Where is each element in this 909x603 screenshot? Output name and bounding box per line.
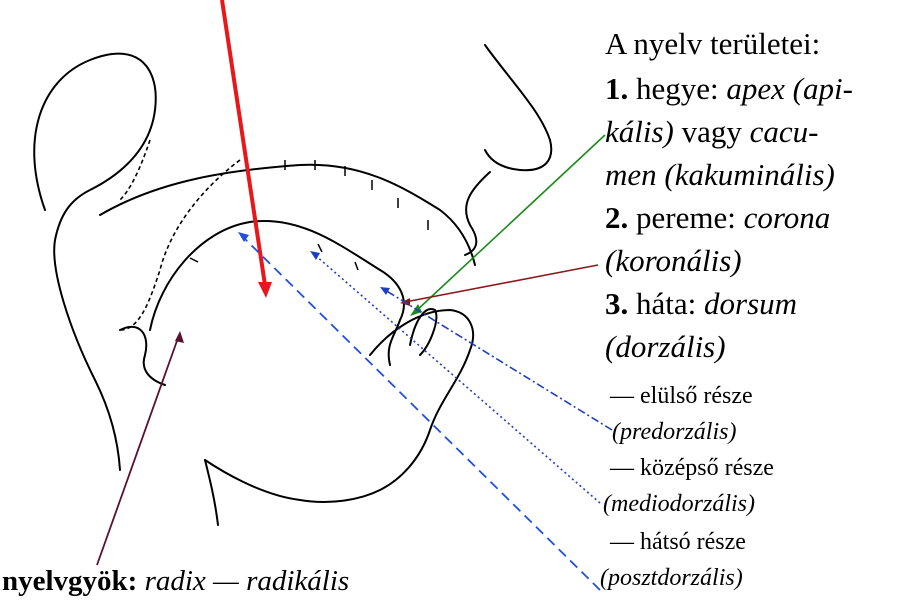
lower-jaw-outline (205, 310, 473, 502)
region-3-text: háta: (636, 286, 696, 321)
region-3-term-2: (dorzális) (605, 329, 726, 364)
region-3-line-1: 3. háta: dorsum (605, 288, 797, 319)
region-1-line-2: kális) vagy cacu- (605, 116, 818, 147)
region-1-term-4: men (kakuminális) (605, 157, 835, 192)
nose-outline (485, 45, 551, 170)
subpart-3-term: (posztdorzális) (600, 566, 743, 590)
region-1-line-3: men (kakuminális) (605, 159, 835, 190)
uvula-dashed (120, 140, 150, 200)
subpart-1-term: (predorzális) (612, 420, 736, 444)
skull-outline (34, 54, 156, 470)
subpart-2-term: (mediodorzális) (603, 492, 755, 516)
blue-arrow-postdorsal (238, 232, 600, 590)
region-2-text: pereme: (636, 200, 736, 235)
palate-outline (100, 165, 475, 265)
velum-dashed (120, 160, 240, 330)
region-2-term-1: corona (744, 200, 831, 235)
red-arrow (222, 0, 272, 298)
darkred-arrow-corona (400, 265, 598, 306)
region-1-line-1: 1. hegye: apex (api- (605, 73, 853, 104)
tongue-ticks (190, 244, 358, 270)
subpart-3-label: — hátsó része (610, 530, 746, 554)
neck-outline (205, 460, 218, 525)
subpart-2-term-text: (mediodorzális) (603, 491, 755, 517)
region-2-line-2: (koronális) (605, 245, 742, 276)
subpart-1-term-text: (predorzális) (612, 419, 736, 445)
region-2-number: 2. (605, 200, 628, 235)
subpart-2-label: — középső része (610, 456, 774, 480)
region-3-term-1: dorsum (704, 286, 797, 321)
region-2-term-2: (koronális) (605, 243, 742, 278)
blue-arrow-predorsal (380, 287, 612, 430)
region-1-word: vagy (682, 114, 742, 149)
green-arrow-apex (410, 135, 605, 316)
pharynx-outline (120, 327, 165, 385)
maroon-arrow-root (97, 331, 184, 565)
region-1-text: hegye: (636, 71, 719, 106)
upper-lip-outline (465, 172, 490, 255)
region-3-line-2: (dorzális) (605, 331, 726, 362)
region-1-term-1: apex (api- (726, 71, 853, 106)
subpart-3-term-text: (posztdorzális) (600, 565, 743, 591)
subpart-1-label: — elülső része (610, 384, 753, 408)
root-label-term: radix — radikális (145, 565, 350, 597)
root-label: nyelvgyök: radix — radikális (2, 567, 349, 596)
region-1-term-2: kális) (605, 114, 674, 149)
blue-arrow-mediodorsal (310, 251, 600, 503)
region-1-number: 1. (605, 71, 628, 106)
root-label-bold: nyelvgyök: (2, 565, 137, 597)
diagram-title: A nyelv területei: (605, 28, 820, 59)
region-2-line-1: 2. pereme: corona (605, 202, 830, 233)
region-3-number: 3. (605, 286, 628, 321)
tongue-outline (150, 221, 404, 365)
region-1-term-3: cacu- (750, 114, 819, 149)
